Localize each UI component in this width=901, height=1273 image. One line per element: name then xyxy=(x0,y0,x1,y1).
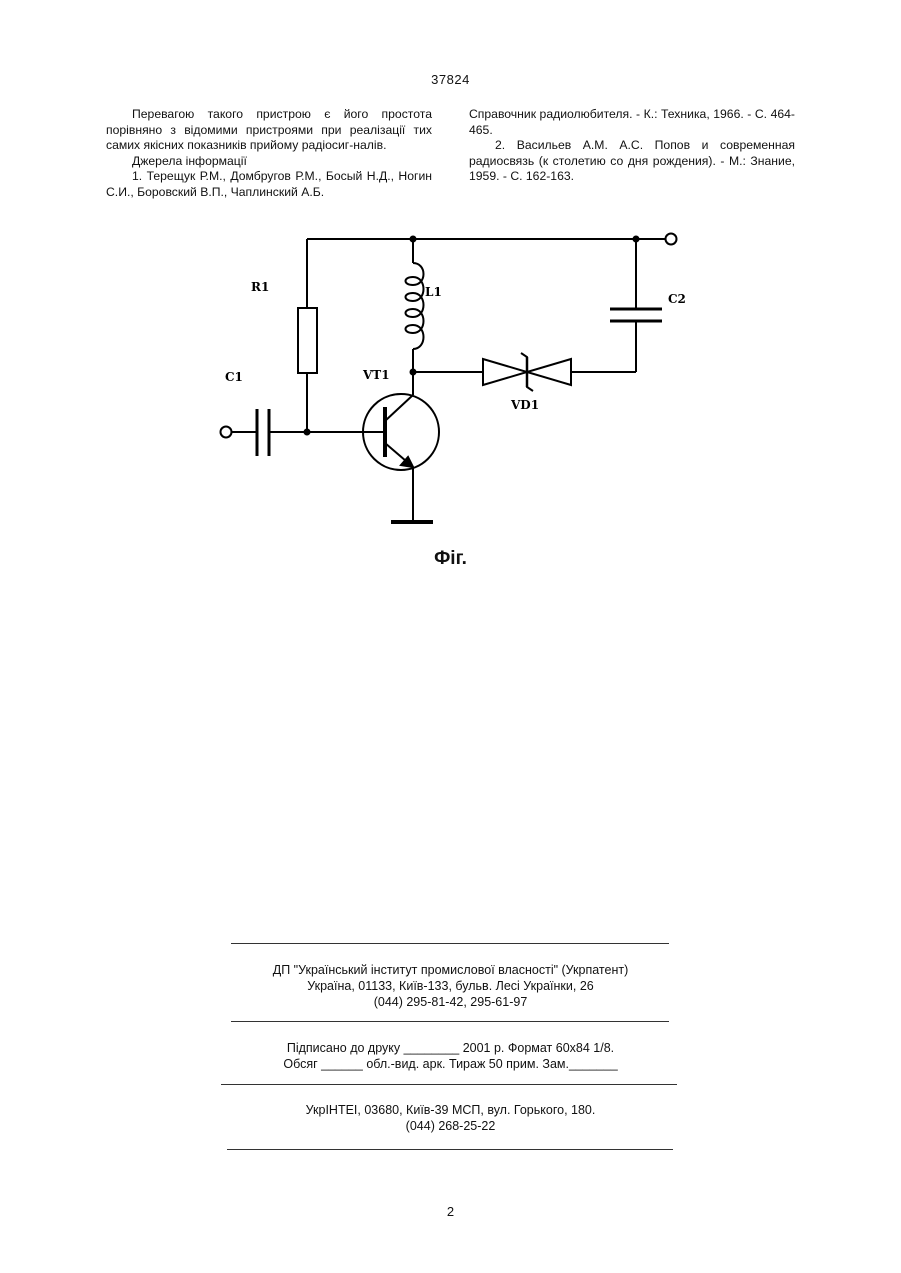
divider xyxy=(231,943,669,944)
label-c2: C2 xyxy=(668,292,686,306)
output-terminal xyxy=(666,234,677,245)
varicap-vd1-left xyxy=(483,359,527,385)
label-vd1: VD1 xyxy=(510,398,539,412)
imprint-print: Підписано до друку ________ 2001 р. Форм… xyxy=(0,1040,901,1072)
org-address: Україна, 01133, Київ-133, бульв. Лесі Ук… xyxy=(0,978,901,994)
print-volume: Обсяг ______ обл.-вид. арк. Тираж 50 при… xyxy=(0,1056,901,1072)
patent-number: 37824 xyxy=(0,72,901,87)
inductor-l1 xyxy=(406,263,424,349)
label-r1: R1 xyxy=(251,280,269,294)
advantage-paragraph: Перевагою такого пристрою є його простот… xyxy=(106,107,432,154)
right-column: Справочник радиолюбителя. - К.: Техника,… xyxy=(469,107,795,185)
print-signed: Підписано до друку ________ 2001 р. Форм… xyxy=(0,1040,901,1056)
figure-caption: Фіг. xyxy=(0,548,901,570)
label-vt1: VT1 xyxy=(362,368,390,382)
varicap-vd1-right xyxy=(527,359,571,385)
label-l1: L1 xyxy=(425,285,442,299)
printer-phone: (044) 268-25-22 xyxy=(0,1118,901,1134)
org-phone: (044) 295-81-42, 295-61-97 xyxy=(0,994,901,1010)
imprint-printer: УкрІНТЕІ, 03680, Київ-39 МСП, вул. Горьк… xyxy=(0,1102,901,1134)
sources-heading: Джерела інформації xyxy=(106,154,432,170)
divider xyxy=(221,1084,677,1085)
reference-1: 1. Терещук Р.М., Домбругов Р.М., Босый Н… xyxy=(106,169,432,200)
label-c1: C1 xyxy=(225,370,243,384)
left-column: Перевагою такого пристрою є його простот… xyxy=(106,107,432,201)
circuit-diagram: R1 L1 C1 C2 VT1 VD1 xyxy=(205,225,705,545)
imprint-org: ДП "Український інститут промислової вла… xyxy=(0,962,901,1010)
divider xyxy=(231,1021,669,1022)
resistor-r1 xyxy=(298,308,317,373)
page-number: 2 xyxy=(0,1204,901,1219)
reference-2: 2. Васильев А.М. А.С. Попов и современна… xyxy=(469,138,795,185)
divider xyxy=(227,1149,673,1150)
transistor-vt1-collector xyxy=(385,395,413,421)
printer-address: УкрІНТЕІ, 03680, Київ-39 МСП, вул. Горьк… xyxy=(0,1102,901,1118)
org-name: ДП "Український інститут промислової вла… xyxy=(0,962,901,978)
input-terminal xyxy=(221,427,232,438)
reference-1-continuation: Справочник радиолюбителя. - К.: Техника,… xyxy=(469,107,795,138)
